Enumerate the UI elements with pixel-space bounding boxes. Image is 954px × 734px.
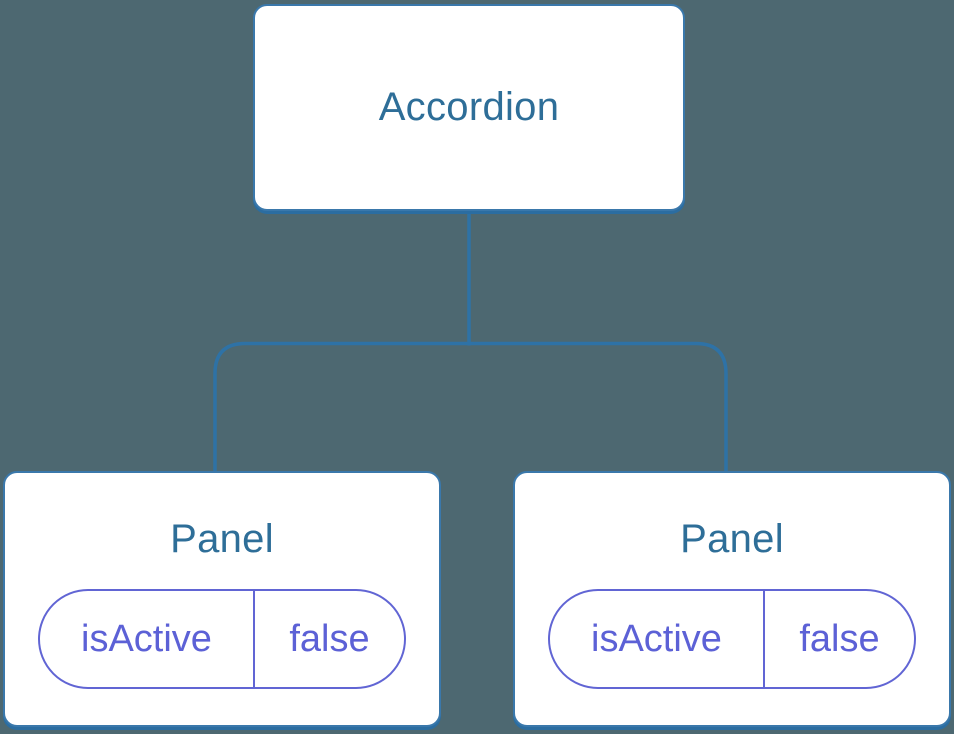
accordion-node: Accordion: [253, 4, 685, 211]
panel-node-left-label: Panel: [170, 517, 274, 561]
state-name: isActive: [40, 591, 255, 687]
panel-node-right-label: Panel: [680, 517, 784, 561]
state-value: false: [799, 617, 880, 660]
panel-node-right: Panel isActive false: [513, 471, 951, 727]
panel-node-left: Panel isActive false: [3, 471, 441, 727]
panel-left-state-pill: isActive false: [38, 589, 406, 689]
connector-bracket: [213, 341, 728, 472]
state-value: false: [289, 617, 370, 660]
panel-right-state-pill: isActive false: [548, 589, 916, 689]
accordion-node-label: Accordion: [378, 85, 560, 129]
state-name: isActive: [550, 591, 765, 687]
